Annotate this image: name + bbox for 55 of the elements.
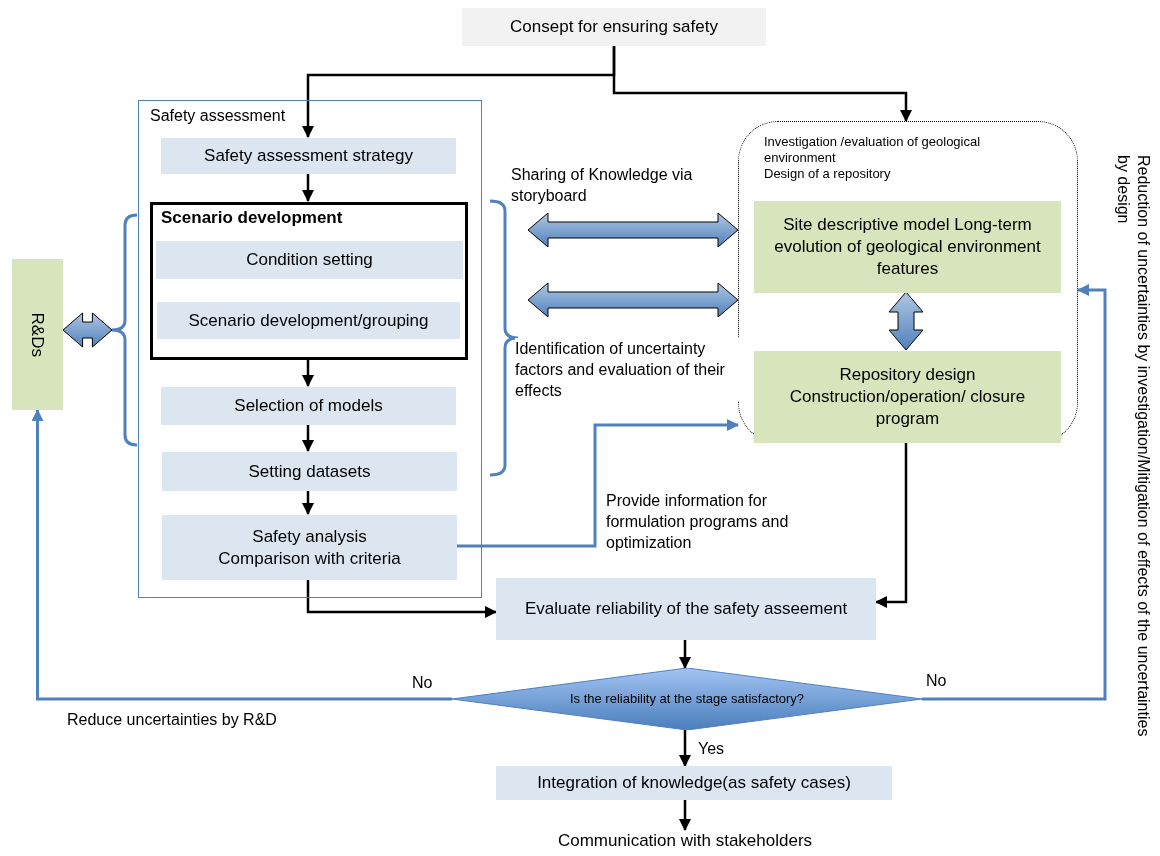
process-box [156, 241, 463, 279]
arrow [302, 490, 314, 515]
model-box [754, 351, 1061, 443]
box-label: Setting datasets [248, 460, 371, 483]
box-label: Selection of models [234, 395, 383, 417]
box-label: Safety assessment strategy [204, 145, 413, 167]
scenario-group-box [150, 202, 468, 360]
arrow [922, 284, 1107, 701]
box-label: Evaluate reliability of the safety asseement [524, 598, 848, 620]
start-box [462, 8, 766, 46]
arrow [302, 173, 314, 202]
box-label: Safety analysis [252, 525, 367, 548]
arrow [31, 409, 452, 701]
decision-diamond [452, 668, 922, 730]
note-label: Reduce uncertainties by R&D [67, 710, 277, 730]
arrow [302, 424, 314, 452]
box-label: Site descriptive model Long-term evolution of geological environment features [773, 214, 1042, 280]
process-box [161, 387, 456, 425]
end-label: Communication with stakeholders [500, 830, 870, 856]
arrow [302, 359, 314, 387]
box-label: Consept for ensuring safety [510, 16, 718, 38]
arrow [456, 419, 739, 548]
box-label: Condition setting [246, 249, 373, 271]
arrow [612, 46, 912, 122]
process-box [161, 138, 456, 174]
rd-box [12, 259, 63, 410]
panel-heading: Design of a repository [764, 166, 892, 182]
box-label: Repository design [839, 364, 976, 386]
model-box [754, 201, 1061, 293]
panel-heading: Safety assessment [150, 106, 286, 126]
decision-label: Is the reliability at the stage satisfactory? [569, 691, 805, 707]
double-arrow [527, 212, 739, 248]
arrow [306, 579, 497, 618]
group-heading: Scenario development [161, 207, 343, 229]
edge-label: Identification of uncertainty factors and evaluation of their effects [515, 338, 740, 401]
double-arrow [62, 312, 113, 348]
process-box [496, 578, 876, 640]
process-box [157, 302, 460, 339]
arrow [679, 730, 691, 767]
process-box [496, 766, 892, 800]
box-label: R&Ds [27, 312, 49, 357]
panel-heading: Investigation /evaluation of geological environment [764, 134, 982, 166]
arrow [679, 640, 691, 669]
assessment-panel [138, 100, 482, 598]
double-arrow [527, 282, 739, 318]
process-box [162, 452, 457, 491]
box-label: Integration of knowledge(as safety cases) [537, 772, 851, 794]
double-arrow [888, 291, 924, 351]
box-label: Comparison with criteria [218, 547, 401, 570]
arrow [875, 443, 908, 608]
arrow [679, 800, 691, 831]
box-label: Scenario development/grouping [188, 309, 429, 332]
box-label: Construction/operation/ closure program [788, 386, 1027, 430]
vertical-note: Reduction of uncertainties by investigation/Mitigation of effects of the uncertainties by design [1114, 155, 1153, 739]
process-box [162, 515, 457, 580]
